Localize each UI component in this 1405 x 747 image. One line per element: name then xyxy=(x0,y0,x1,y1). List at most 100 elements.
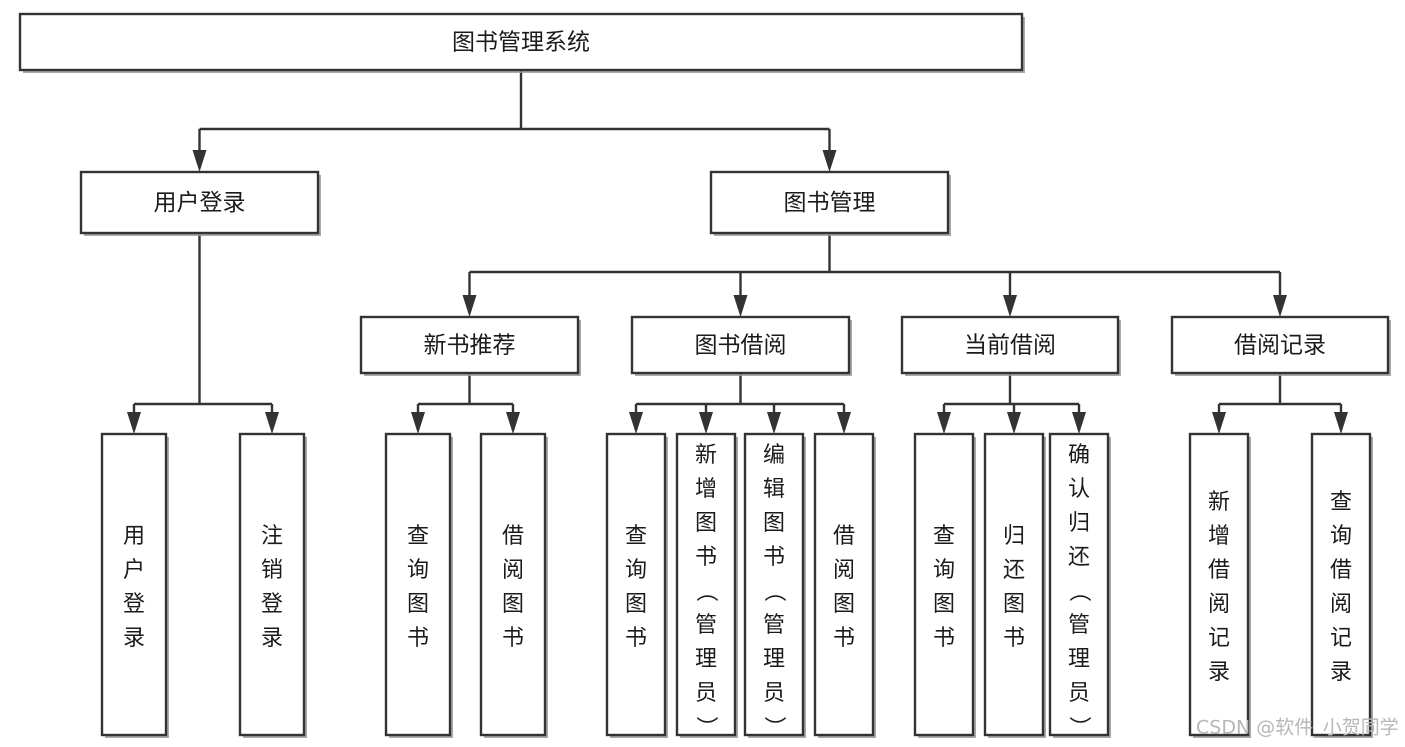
node-box[interactable] xyxy=(813,432,875,737)
node-label-char: 管 xyxy=(695,613,717,638)
node-label-char: 书 xyxy=(763,545,785,570)
connector-group-current-borrow xyxy=(937,373,1086,434)
node-label-char: 增 xyxy=(695,477,717,502)
node-box[interactable] xyxy=(743,432,805,737)
node-box[interactable] xyxy=(479,432,547,737)
node-leaf-user-login[interactable]: 用户登录 xyxy=(100,432,169,738)
node-label-char: 理 xyxy=(695,647,717,672)
arrow-head xyxy=(462,295,477,317)
arrow-head xyxy=(699,412,713,434)
node-label-char: 户 xyxy=(123,558,145,583)
connector-layer xyxy=(127,70,1348,434)
node-label-char: 理 xyxy=(1068,647,1090,672)
node-label-char: 书 xyxy=(407,626,429,651)
node-label-char: 询 xyxy=(933,558,955,583)
node-box[interactable] xyxy=(359,315,580,375)
connector-group-book-borrow xyxy=(629,373,851,434)
node-label-char: 书 xyxy=(933,626,955,651)
node-label-char: 书 xyxy=(695,545,717,570)
node-book-manage[interactable]: 图书管理 xyxy=(709,170,951,236)
node-label-char: 用 xyxy=(123,524,145,549)
node-label-char: 阅 xyxy=(502,558,524,583)
node-label-char: （ xyxy=(761,580,786,602)
node-box[interactable] xyxy=(1048,432,1110,737)
node-label-char: 图 xyxy=(407,592,429,617)
node-label-char: 阅 xyxy=(1208,592,1230,617)
node-label-char: 图 xyxy=(833,592,855,617)
node-box[interactable] xyxy=(1310,432,1372,737)
node-label-char: 归 xyxy=(1003,524,1025,549)
node-box[interactable] xyxy=(1188,432,1250,737)
node-label-char: 图 xyxy=(1003,592,1025,617)
node-label-char: 记 xyxy=(1208,626,1230,651)
node-box[interactable] xyxy=(900,315,1120,375)
node-label-char: 询 xyxy=(1330,524,1352,549)
node-box[interactable] xyxy=(983,432,1045,737)
csdn-watermark: CSDN @软件_小贺同学 xyxy=(1196,717,1399,739)
node-box[interactable] xyxy=(913,432,975,737)
node-box[interactable] xyxy=(675,432,737,737)
node-box[interactable] xyxy=(630,315,851,375)
node-label-char: 员 xyxy=(1068,681,1090,706)
arrow-head xyxy=(127,412,141,434)
node-label-char: 新 xyxy=(695,443,717,468)
node-borrow-record[interactable]: 借阅记录 xyxy=(1170,315,1391,376)
node-user-login[interactable]: 用户登录 xyxy=(79,170,321,236)
node-label-char: 编 xyxy=(763,443,785,468)
node-label-char: 还 xyxy=(1068,545,1090,570)
node-box[interactable] xyxy=(238,432,306,737)
connector-group-borrow-record xyxy=(1212,373,1348,434)
node-box[interactable] xyxy=(605,432,667,737)
node-label-char: 阅 xyxy=(833,558,855,583)
node-new-book-rec[interactable]: 新书推荐 xyxy=(359,315,581,376)
node-label-char: 员 xyxy=(695,681,717,706)
arrow-head xyxy=(1212,412,1226,434)
node-label-char: 书 xyxy=(1003,626,1025,651)
node-box[interactable] xyxy=(384,432,452,737)
arrow-head xyxy=(822,150,837,172)
arrow-head xyxy=(629,412,643,434)
node-label-char: 理 xyxy=(763,647,785,672)
node-label-char: 询 xyxy=(407,558,429,583)
node-label-char: 图 xyxy=(933,592,955,617)
connector-group-user-login xyxy=(127,233,279,434)
node-label: 借阅记录 xyxy=(1234,333,1326,359)
node-box[interactable] xyxy=(709,170,950,235)
node-label-char: 确 xyxy=(1068,443,1090,468)
node-label-char: 录 xyxy=(261,626,283,651)
node-label-char: 查 xyxy=(407,524,429,549)
node-label: 图书管理 xyxy=(784,190,876,216)
node-label: 当前借阅 xyxy=(964,333,1056,359)
node-label: 图书管理系统 xyxy=(452,30,590,56)
node-root[interactable]: 图书管理系统 xyxy=(18,12,1025,73)
arrow-head xyxy=(506,412,520,434)
node-box[interactable] xyxy=(1170,315,1390,375)
node-book-borrow[interactable]: 图书借阅 xyxy=(630,315,852,376)
node-box[interactable] xyxy=(79,170,320,235)
node-label-char: 还 xyxy=(1003,558,1025,583)
node-label-char: 认 xyxy=(1068,477,1090,502)
node-label-char: 询 xyxy=(625,558,647,583)
node-label-char: （ xyxy=(693,580,718,602)
node-current-borrow[interactable]: 当前借阅 xyxy=(900,315,1121,376)
arrow-head xyxy=(1072,412,1086,434)
node-box[interactable] xyxy=(18,12,1024,72)
node-box[interactable] xyxy=(100,432,168,737)
node-label-char: 销 xyxy=(261,558,283,583)
arrow-head xyxy=(411,412,425,434)
node-label-char: （ xyxy=(1066,580,1091,602)
arrow-head xyxy=(733,295,748,317)
